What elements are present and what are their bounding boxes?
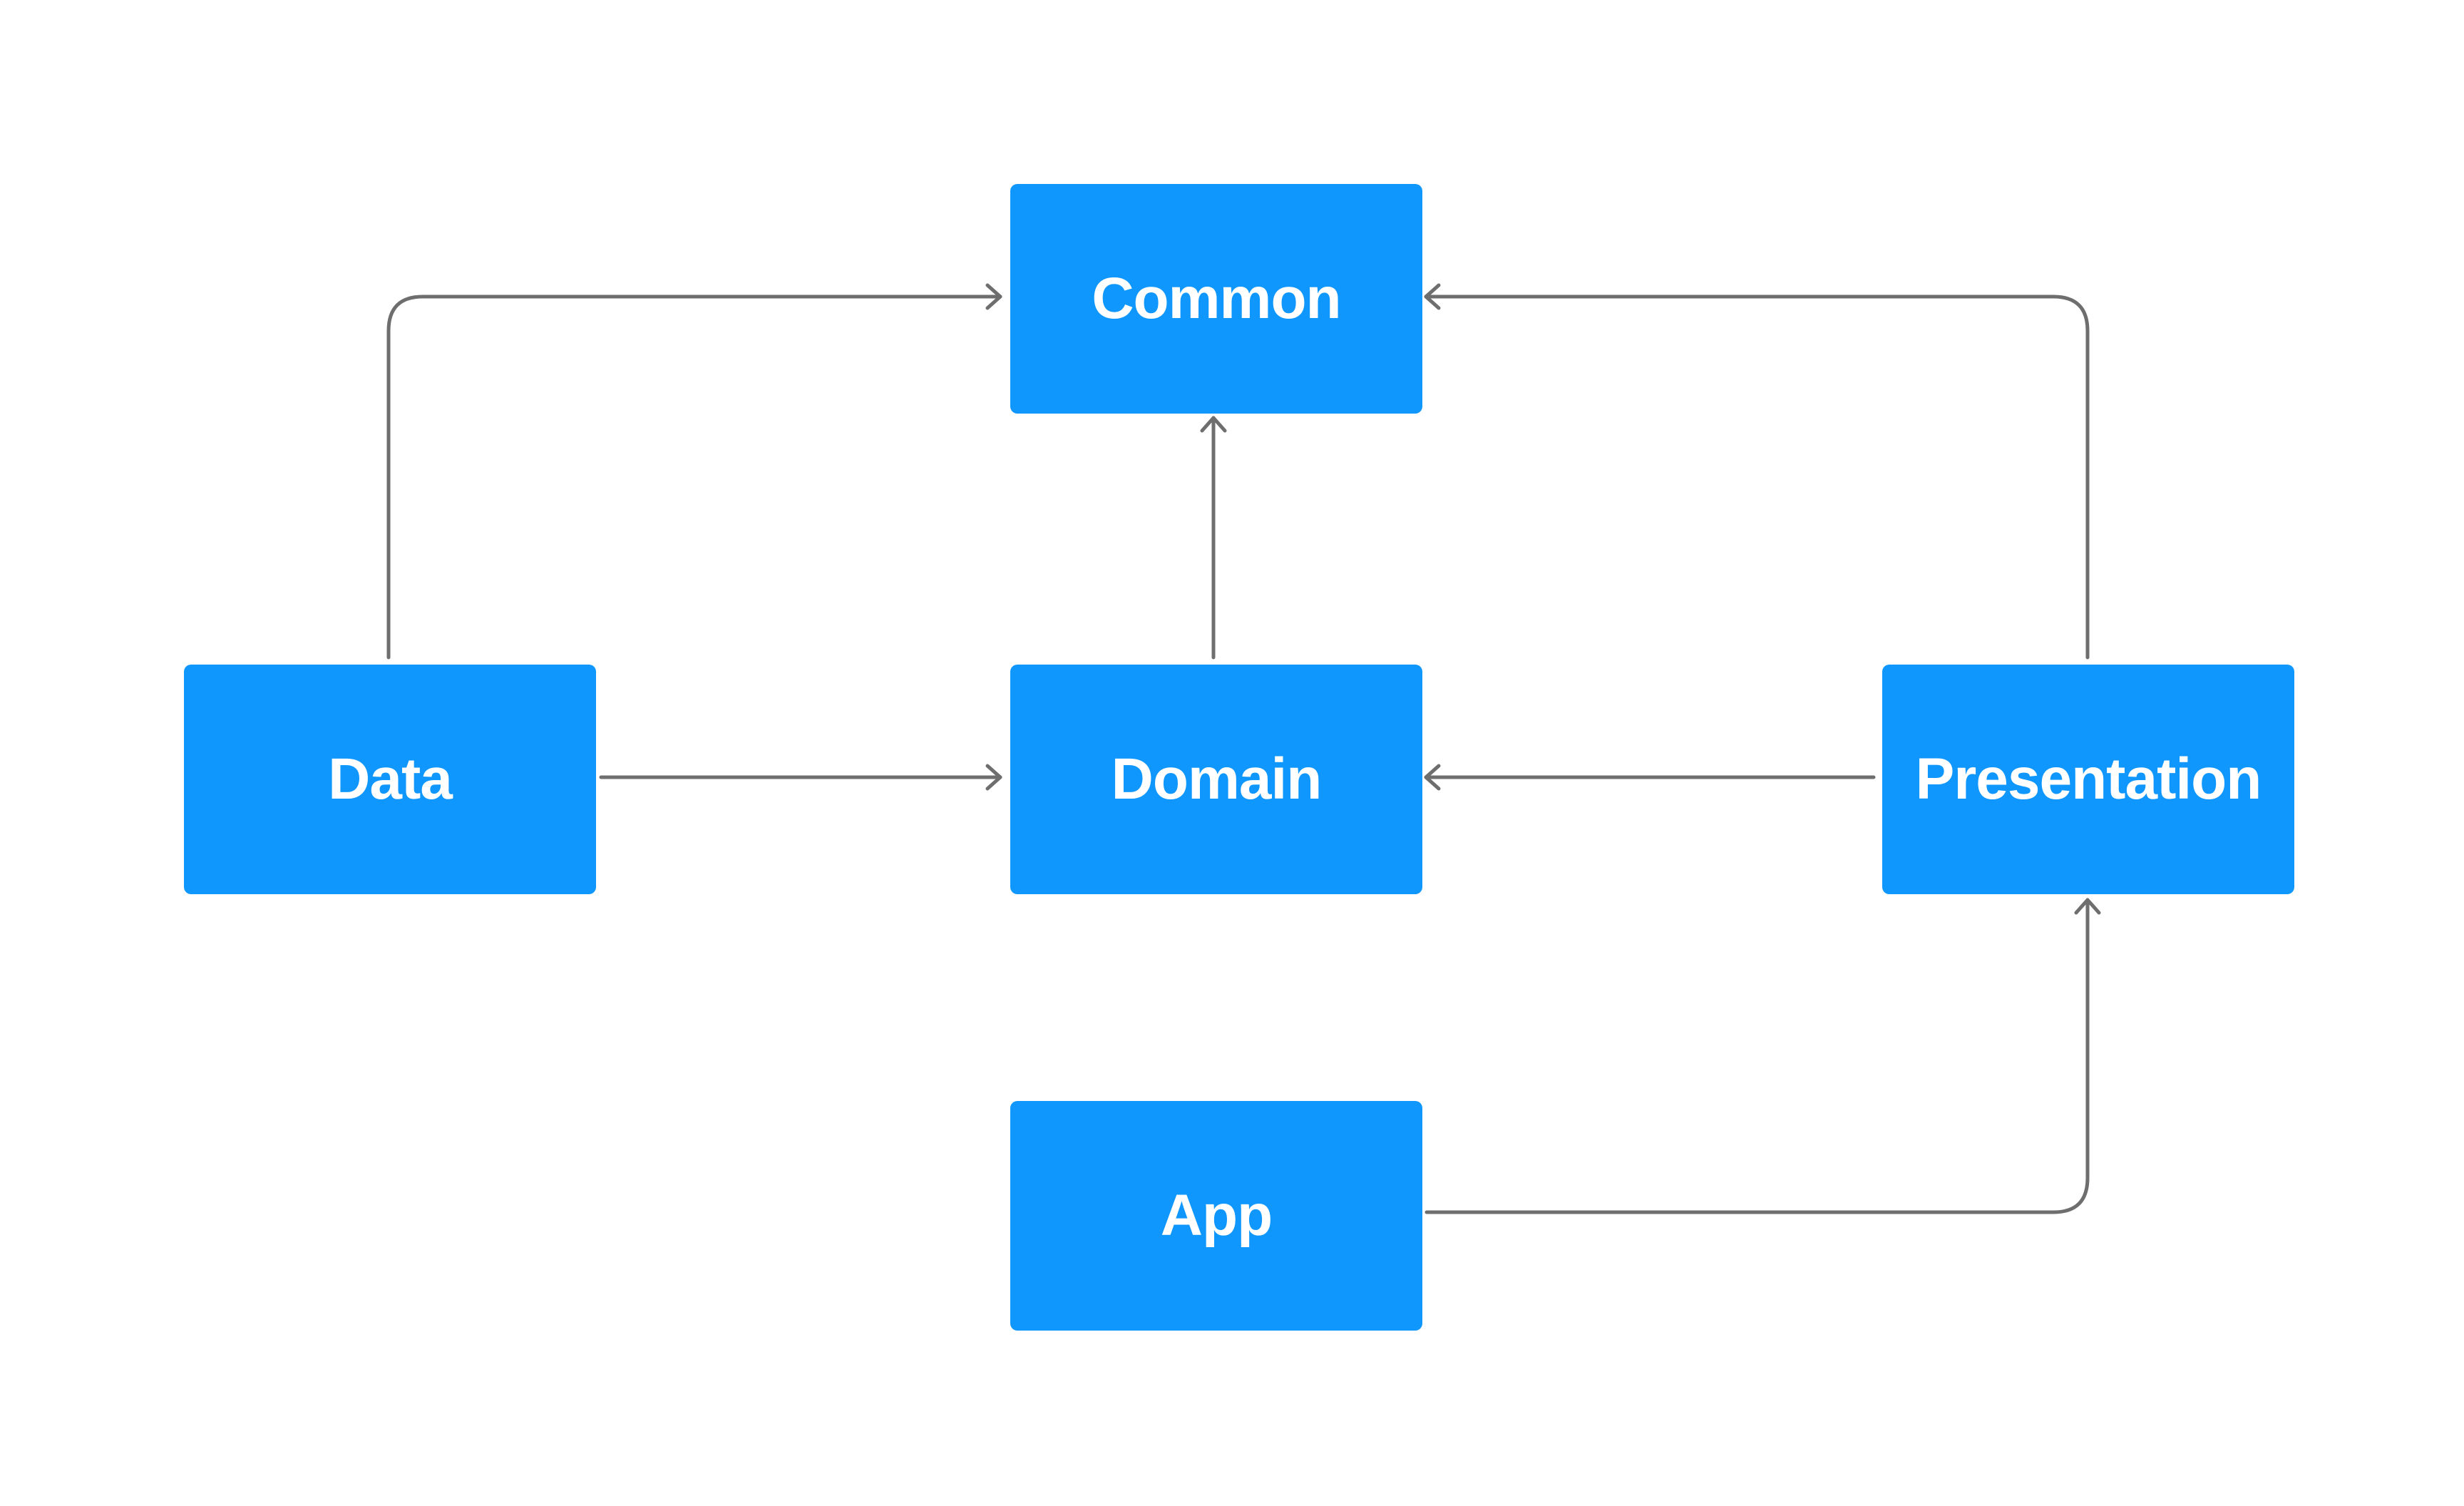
node-domain-label: Domain [1111,747,1323,811]
node-common[interactable]: Common [1010,184,1422,414]
edge-presentation-to-common [1424,283,2090,660]
node-data-label: Data [328,747,453,811]
node-presentation-label: Presentation [1915,747,2262,811]
node-app-label: App [1160,1183,1273,1248]
edge-data-to-common [386,283,1002,660]
node-common-label: Common [1092,266,1341,331]
node-data[interactable]: Data [184,665,596,894]
node-domain[interactable]: Domain [1010,665,1422,894]
node-app[interactable]: App [1010,1101,1422,1331]
node-presentation[interactable]: Presentation [1882,665,2294,894]
edge-app-to-presentation [1424,898,2101,1214]
